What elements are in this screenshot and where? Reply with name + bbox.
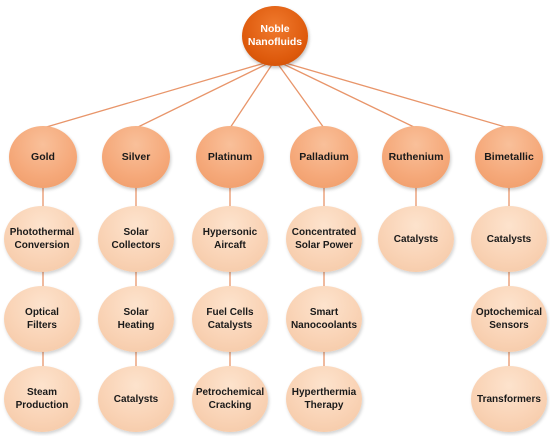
application-label: Solar Collectors	[111, 227, 161, 251]
application-node: Steam Production	[4, 366, 80, 432]
root-to-category-edge	[229, 59, 276, 129]
category-label: Gold	[31, 150, 55, 163]
category-platinum: Platinum	[196, 126, 264, 188]
category-label: Palladium	[299, 150, 349, 163]
root-node: Noble Nanofluids	[242, 6, 308, 66]
category-label: Silver	[121, 150, 151, 163]
application-node: Hyperthermia Therapy	[286, 366, 362, 432]
application-node: Optical Filters	[4, 286, 80, 352]
category-silver: Silver	[102, 126, 170, 188]
category-label: Ruthenium	[388, 150, 444, 163]
application-label: Catalysts	[113, 393, 159, 405]
application-label: Optical Filters	[25, 307, 59, 331]
application-label: Photothermal Conversion	[9, 227, 75, 251]
application-node: Catalysts	[378, 206, 454, 272]
root-to-category-edge	[274, 59, 325, 129]
application-label: Catalysts	[393, 233, 439, 245]
application-node: Catalysts	[471, 206, 547, 272]
category-label: Platinum	[207, 150, 253, 163]
category-bimetallic: Bimetallic	[475, 126, 543, 188]
application-node: Transformers	[471, 366, 547, 432]
application-label: Optochemical Sensors	[475, 307, 543, 331]
application-node: Catalysts	[98, 366, 174, 432]
category-palladium: Palladium	[290, 126, 358, 188]
application-label: Concentrated Solar Power	[291, 227, 357, 251]
application-node: Photothermal Conversion	[4, 206, 80, 272]
application-node: Fuel Cells Catalysts	[192, 286, 268, 352]
root-to-category-edge	[42, 59, 276, 129]
root-label: Noble Nanofluids	[247, 23, 303, 48]
application-label: Fuel Cells Catalysts	[206, 307, 254, 331]
application-label: Transformers	[477, 393, 541, 405]
application-node: Solar Collectors	[98, 206, 174, 272]
application-label: Catalysts	[486, 233, 532, 245]
application-label: Petrochemical Cracking	[195, 387, 265, 411]
category-gold: Gold	[9, 126, 77, 188]
application-node: Smart Nanocoolants	[286, 286, 362, 352]
application-label: Steam Production	[15, 387, 69, 411]
application-label: Hyperthermia Therapy	[291, 387, 357, 411]
application-node: Optochemical Sensors	[471, 286, 547, 352]
application-node: Solar Heating	[98, 286, 174, 352]
application-node: Petrochemical Cracking	[192, 366, 268, 432]
root-to-category-edge	[135, 59, 276, 129]
application-node: Hypersonic Aircaft	[192, 206, 268, 272]
category-ruthenium: Ruthenium	[382, 126, 450, 188]
application-label: Hypersonic Aircaft	[202, 227, 258, 251]
root-to-category-edge	[274, 59, 417, 129]
application-label: Solar Heating	[117, 307, 155, 331]
application-node: Concentrated Solar Power	[286, 206, 362, 272]
root-to-category-edge	[274, 59, 510, 129]
application-label: Smart Nanocoolants	[290, 307, 358, 331]
category-label: Bimetallic	[484, 150, 534, 163]
